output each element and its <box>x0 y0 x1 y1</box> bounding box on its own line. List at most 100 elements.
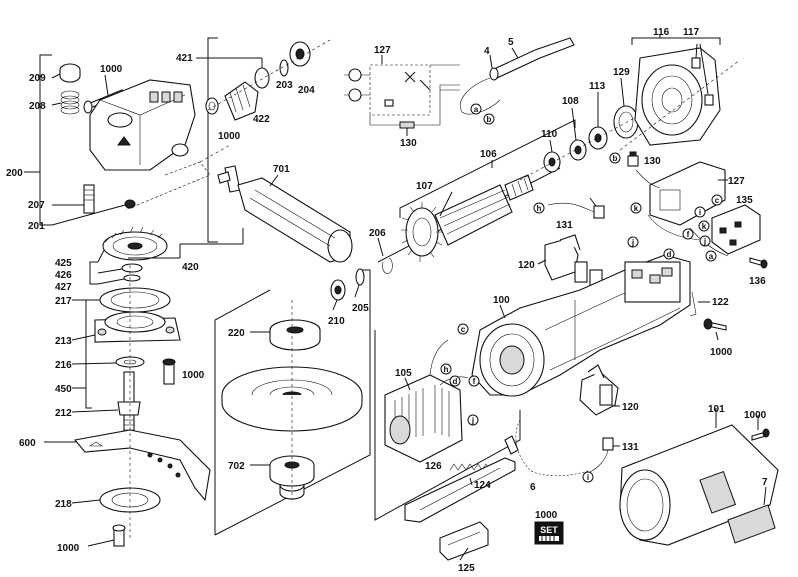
label-425: 425 <box>55 258 72 269</box>
callout-b2: b <box>609 152 621 164</box>
callout-i1: i <box>694 206 706 218</box>
label-125: 125 <box>458 563 475 572</box>
cord-group <box>460 37 575 115</box>
label-203: 203 <box>276 80 293 91</box>
label-450: 450 <box>55 384 72 395</box>
label-136: 136 <box>749 276 766 287</box>
label-120-a: 120 <box>518 260 535 271</box>
gear-head-group <box>24 54 211 547</box>
armature-group <box>377 77 641 263</box>
svg-text:c: c <box>715 196 720 205</box>
label-201: 201 <box>28 221 45 232</box>
svg-text:j: j <box>631 238 634 247</box>
callout-j1: j <box>627 236 639 248</box>
part-number-labels: 1000 209 208 200 207 201 421 203 204 422… <box>6 27 768 574</box>
label-1000-e: 1000 <box>710 347 733 358</box>
svg-text:i: i <box>587 473 589 482</box>
label-702: 702 <box>228 461 245 472</box>
wiring-schematic <box>344 55 460 136</box>
label-204: 204 <box>298 85 315 96</box>
label-120-b: 120 <box>622 402 639 413</box>
svg-text:d: d <box>453 377 458 386</box>
label-1000-f: 1000 <box>744 410 767 421</box>
lower-brush-group <box>579 364 620 473</box>
label-129: 129 <box>613 67 630 78</box>
label-1000-c: 1000 <box>182 370 205 381</box>
set-kit-icon: SET <box>534 521 564 545</box>
label-206: 206 <box>369 228 386 239</box>
handle-group <box>128 37 353 263</box>
callout-j3: j <box>467 414 479 426</box>
label-213: 213 <box>55 336 72 347</box>
label-108: 108 <box>562 96 579 107</box>
svg-text:h: h <box>537 204 542 213</box>
callout-j2: j <box>699 235 711 247</box>
svg-text:f: f <box>687 230 690 239</box>
label-200: 200 <box>6 168 23 179</box>
label-117: 117 <box>683 27 700 38</box>
svg-text:b: b <box>613 154 618 163</box>
label-107: 107 <box>416 181 433 192</box>
label-126: 126 <box>425 461 442 472</box>
svg-text:k: k <box>702 222 707 231</box>
label-110: 110 <box>541 129 558 140</box>
svg-text:b: b <box>487 115 492 124</box>
slide-switch-group <box>404 419 591 561</box>
label-426: 426 <box>55 270 72 281</box>
svg-text:j: j <box>471 416 474 425</box>
svg-text:c: c <box>461 325 466 334</box>
label-208: 208 <box>29 101 46 112</box>
motor-housing-group <box>471 254 727 397</box>
label-101: 101 <box>708 404 725 415</box>
label-421: 421 <box>176 53 193 64</box>
label-100: 100 <box>493 295 510 306</box>
label-105: 105 <box>395 368 412 379</box>
label-420: 420 <box>182 262 199 273</box>
label-122: 122 <box>712 297 729 308</box>
label-113: 113 <box>589 81 606 92</box>
callout-d1: d <box>663 248 675 260</box>
callout-k1: k <box>630 202 642 214</box>
svg-text:a: a <box>474 105 479 114</box>
bearing-parts-group <box>330 237 393 311</box>
label-127-a: 127 <box>374 45 391 56</box>
label-217: 217 <box>55 296 72 307</box>
callout-h1: h <box>533 202 545 214</box>
label-210: 210 <box>328 316 345 327</box>
label-427: 427 <box>55 282 72 293</box>
label-220: 220 <box>228 328 245 339</box>
callout-d2: d <box>449 375 461 387</box>
callout-circles: a b h b k k d f j i c j a c h d f j i <box>440 103 723 483</box>
switch-assembly-group <box>627 151 768 269</box>
label-124: 124 <box>474 480 491 491</box>
label-216: 216 <box>55 360 72 371</box>
label-207: 207 <box>28 200 45 211</box>
svg-text:j: j <box>703 237 706 246</box>
label-131-a: 131 <box>556 220 573 231</box>
rear-cover-group <box>619 408 779 546</box>
callout-k2: k <box>698 220 710 232</box>
callout-a2: a <box>705 250 717 262</box>
label-106: 106 <box>480 149 497 160</box>
callout-i2: i <box>582 471 594 483</box>
brush-group <box>537 197 605 291</box>
svg-text:k: k <box>634 204 639 213</box>
callout-h2: h <box>440 363 452 375</box>
svg-text:d: d <box>667 250 672 259</box>
label-1000-a: 1000 <box>100 64 123 75</box>
label-116: 116 <box>653 27 670 38</box>
label-5: 5 <box>508 37 514 48</box>
label-130-b: 130 <box>644 156 661 167</box>
label-1000-d: 1000 <box>57 543 80 554</box>
set-label: SET <box>540 525 558 535</box>
callout-f2: f <box>468 375 480 387</box>
label-4: 4 <box>484 46 490 57</box>
callout-b1: b <box>483 113 495 125</box>
label-127-b: 127 <box>728 176 745 187</box>
label-135: 135 <box>736 195 753 206</box>
svg-text:h: h <box>444 365 449 374</box>
label-7: 7 <box>762 477 768 488</box>
callout-c1: c <box>711 194 723 206</box>
